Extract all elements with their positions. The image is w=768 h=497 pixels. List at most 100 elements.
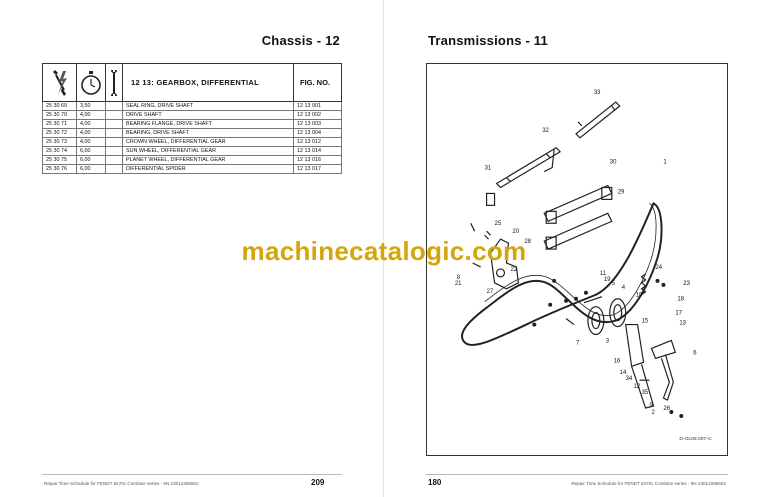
frame-assembly-29	[543, 184, 613, 250]
hours-header-cell	[76, 63, 106, 102]
blank-cell	[105, 155, 123, 165]
callout-18: 18	[677, 297, 684, 303]
callout-23: 23	[683, 281, 690, 287]
table-header-row: 12 13: GEARBOX, DIFFERENTIAL FIG. NO.	[42, 63, 342, 102]
hours-cell: 4,00	[76, 119, 106, 129]
right-footer-rule	[426, 474, 728, 475]
description-cell: PLANET WHEEL, DIFFERENTIAL GEAR	[122, 155, 294, 165]
callout-32: 32	[542, 128, 549, 134]
hours-cell: 3,50	[76, 101, 106, 111]
part-number-cell: 25 30 75	[42, 155, 77, 165]
part-number-cell: 25 30 72	[42, 128, 77, 138]
callout-21: 21	[455, 281, 462, 287]
callout-4: 4	[622, 285, 626, 291]
callout-14: 14	[620, 370, 627, 376]
right-footer-text: Repair Time Schedule for FENDT 8470c Com…	[571, 481, 726, 486]
fastener-parts	[532, 278, 684, 418]
rail-assembly-32	[495, 146, 562, 189]
callout-10: 10	[636, 293, 643, 299]
fig-number-cell: 12 13 004	[293, 128, 342, 138]
left-footer-text: Repair Time Schedule for FENDT 8470c Com…	[44, 481, 199, 486]
diagram-code: D-OL09.007-C	[679, 436, 712, 442]
left-page: Chassis - 12	[42, 33, 342, 487]
blank-cell	[105, 119, 123, 129]
wrench-icon	[111, 69, 117, 96]
hours-cell: 6,00	[76, 164, 106, 174]
blank-cell	[105, 101, 123, 111]
callout-35: 35	[642, 390, 649, 396]
callout-5: 5	[612, 281, 616, 287]
callout-15: 15	[642, 319, 649, 325]
part-number-cell: 25 30 74	[42, 146, 77, 156]
rail-assembly-33	[575, 101, 621, 139]
page-spine	[383, 0, 384, 497]
callout-30: 30	[610, 160, 617, 166]
fig-number-cell: 12 13 003	[293, 119, 342, 129]
callout-26: 26	[663, 406, 670, 412]
left-page-number: 209	[311, 478, 325, 487]
fig-no-heading: FIG. NO.	[293, 63, 342, 102]
fig-number-cell: 12 13 017	[293, 164, 342, 174]
left-footer-rule	[42, 474, 342, 475]
callout-22: 22	[510, 267, 517, 273]
description-cell: CROWN WHEEL, DIFFERENTIAL GEAR	[122, 137, 294, 147]
part-header-cell	[42, 63, 77, 102]
callout-31: 31	[485, 166, 492, 172]
hours-cell: 4,00	[76, 137, 106, 147]
bracket-31	[486, 192, 496, 206]
description-cell: SUN WHEEL, DIFFERENTIAL GEAR	[122, 146, 294, 156]
table-heading: 12 13: GEARBOX, DIFFERENTIAL	[122, 63, 294, 102]
fig-number-cell: 12 13 002	[293, 110, 342, 120]
callout-1: 1	[663, 160, 667, 166]
description-cell: BEARING, DRIVE SHAFT	[122, 128, 294, 138]
callout-11: 11	[600, 271, 607, 277]
callout-3: 3	[606, 338, 610, 344]
right-page-number: 180	[428, 478, 442, 487]
description-cell: BEARING FLANGE, DRIVE SHAFT	[122, 119, 294, 129]
part-number-cell: 25 30 69	[42, 101, 77, 111]
part-number-cell: 25 30 71	[42, 119, 77, 129]
description-cell: DIFFERENTIAL SPIDER	[122, 164, 294, 174]
fig-number-cell: 12 13 001	[293, 101, 342, 111]
fig-number-cell: 12 13 012	[293, 137, 342, 147]
hours-cell: 4,00	[76, 128, 106, 138]
blank-cell	[105, 128, 123, 138]
callout-20: 20	[512, 229, 519, 235]
callout-25: 25	[495, 221, 502, 227]
callout-28: 28	[524, 239, 531, 245]
drive-belt-1	[461, 202, 663, 346]
watermark-text: machinecatalogic.com	[241, 236, 527, 266]
callout-8: 8	[457, 275, 461, 281]
callout-16: 16	[614, 358, 621, 364]
callout-24: 24	[655, 265, 662, 271]
gearbox-housing	[470, 222, 520, 290]
transmission-drawing: 1234567891011121314151617181920212223242…	[455, 90, 712, 442]
callout-19: 19	[604, 277, 611, 283]
description-cell: DRIVE SHAFT	[122, 110, 294, 120]
hours-cell: 6,00	[76, 155, 106, 165]
callout-33: 33	[594, 90, 601, 96]
spring-18	[640, 273, 647, 296]
hours-cell: 6,00	[76, 146, 106, 156]
description-cell: SEAL RING, DRIVE SHAFT	[122, 101, 294, 111]
part-number-cell: 25 30 70	[42, 110, 77, 120]
callout-27: 27	[487, 289, 494, 295]
callout-labels: 1234567891011121314151617181920212223242…	[455, 90, 697, 416]
callout-7: 7	[576, 340, 580, 346]
callout-17: 17	[675, 311, 682, 317]
callout-6: 6	[693, 350, 697, 356]
callout-2: 2	[652, 410, 656, 416]
blank-cell	[105, 164, 123, 174]
blank-cell	[105, 146, 123, 156]
spanner-lightning-icon	[52, 69, 67, 96]
